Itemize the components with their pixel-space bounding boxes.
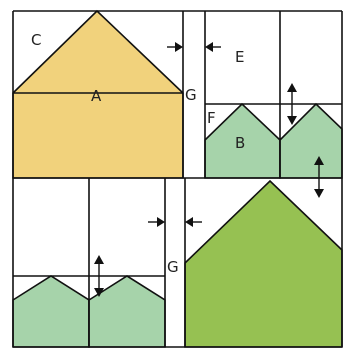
green-house-large xyxy=(184,179,343,348)
green-house-bottom-left-1 xyxy=(12,275,90,348)
label-a: A xyxy=(91,87,102,105)
arrow-gap-top xyxy=(167,42,221,52)
arrow-height-mid-right xyxy=(314,156,324,198)
green-house-bottom-left-2 xyxy=(88,275,166,348)
label-b: B xyxy=(235,134,245,152)
label-e: E xyxy=(235,48,244,66)
label-g-top: G xyxy=(185,86,197,104)
arrow-height-top-right xyxy=(287,83,297,125)
arrow-height-bottom-left xyxy=(94,255,104,297)
arrow-gap-bottom xyxy=(148,217,202,227)
label-g-bottom: G xyxy=(167,258,179,276)
label-c: C xyxy=(31,31,41,49)
label-f: F xyxy=(207,109,216,127)
grid-lines xyxy=(12,10,343,348)
green-house-b-right xyxy=(279,102,343,179)
